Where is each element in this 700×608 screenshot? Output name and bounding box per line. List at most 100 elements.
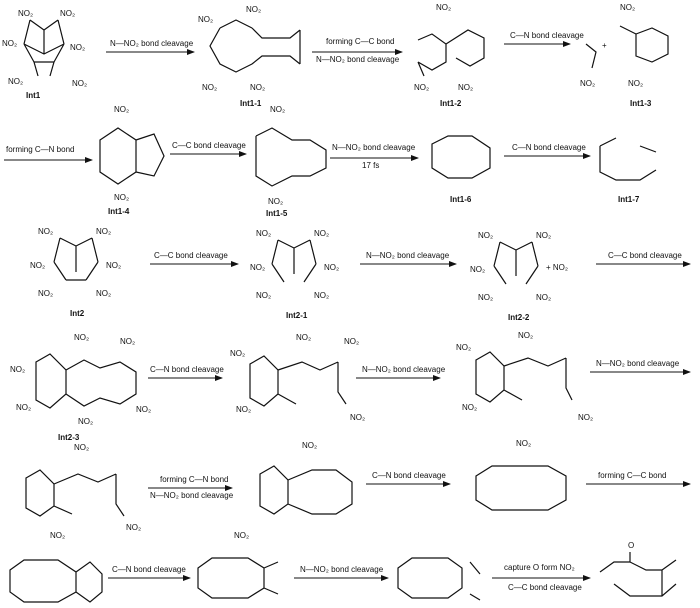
nitro-label: NO₂ — [580, 79, 595, 88]
nitro-label: NO₂ — [458, 83, 473, 92]
nitro-label: NO₂ — [96, 227, 111, 236]
nitro-label: NO₂ — [256, 229, 271, 238]
label-int2-3: Int2-3 — [58, 433, 80, 442]
molecule-step-4b: NO₂ NO₂ NO₂ NO₂ NO₂ — [230, 333, 365, 422]
nitro-label: NO₂ — [350, 413, 365, 422]
molecule-int1-4: NO₂ NO₂ Int1-4 — [99, 105, 165, 216]
plus-nitro-label: + NO₂ — [546, 263, 568, 272]
nitro-label: NO₂ — [230, 349, 245, 358]
molecule-int2-3: NO₂ NO₂ NO₂ NO₂ NO₂ NO₂ Int2-3 — [10, 333, 151, 442]
nitro-label: NO₂ — [456, 343, 471, 352]
molecule-step-5a: NO₂ NO₂ — [25, 443, 141, 532]
molecule-step-4c: NO₂ NO₂ NO₂ NO₂ — [456, 331, 593, 422]
nitro-label: NO₂ — [10, 365, 25, 374]
molecule-step-6b: NO₂ — [197, 531, 279, 599]
nitro-label: NO₂ — [518, 331, 533, 340]
step-label: C—N bond cleavage — [512, 143, 586, 152]
nitro-label: NO₂ — [114, 105, 129, 114]
nitro-label: NO₂ — [96, 289, 111, 298]
label-int1-2: Int1-2 — [440, 99, 462, 108]
molecule-int1: NO₂ NO₂ NO₂ NO₂ NO₂ NO₂ Int1 — [2, 9, 87, 100]
oxygen-label: O — [628, 541, 634, 550]
step-label: C—N bond cleavage — [150, 365, 224, 374]
label-int1-6: Int1-6 — [450, 195, 472, 204]
nitro-label: NO₂ — [536, 231, 551, 240]
molecule-int1-1: NO₂ NO₂ NO₂ NO₂ Int1-1 — [198, 5, 301, 108]
nitro-label: NO₂ — [246, 5, 261, 14]
nitro-label: NO₂ — [478, 231, 493, 240]
nitro-label: NO₂ — [324, 263, 339, 272]
nitro-label: NO₂ — [38, 227, 53, 236]
nitro-label: NO₂ — [296, 333, 311, 342]
molecule-int1-5: NO₂ NO₂ Int1-5 — [255, 105, 327, 218]
step-label: forming C—C bond — [326, 37, 394, 46]
nitro-label: NO₂ — [250, 83, 265, 92]
nitro-label: NO₂ — [202, 83, 217, 92]
step-label: forming C—N bond — [160, 475, 228, 484]
nitro-label: NO₂ — [126, 523, 141, 532]
nitro-label: NO₂ — [198, 15, 213, 24]
label-int1-3: Int1-3 — [630, 99, 652, 108]
nitro-label: NO₂ — [30, 261, 45, 270]
step-label: N—NO₂ bond cleavage — [110, 39, 194, 48]
nitro-label: NO₂ — [50, 531, 65, 540]
step-label: capture O form NO₂ — [504, 563, 575, 572]
molecule-step-6c — [397, 557, 481, 601]
step-label: N—NO₂ bond cleavage — [362, 365, 446, 374]
nitro-label: NO₂ — [536, 293, 551, 302]
label-int1-4: Int1-4 — [108, 207, 130, 216]
step-label: 17 fs — [362, 161, 379, 170]
step-label: C—C bond cleavage — [154, 251, 228, 260]
nitro-label: NO₂ — [78, 417, 93, 426]
step-label: C—N bond cleavage — [112, 565, 186, 574]
nitro-label: NO₂ — [344, 337, 359, 346]
nitro-label: NO₂ — [620, 3, 635, 12]
step-label: N—NO₂ bond cleavage — [316, 55, 400, 64]
molecule-int2-2: NO₂ NO₂ NO₂ + NO₂ NO₂ NO₂ Int2-2 — [470, 231, 568, 322]
molecule-step-6d: O — [599, 541, 677, 597]
label-int2: Int2 — [70, 309, 85, 318]
plus-sign: + — [602, 41, 607, 50]
nitro-label: NO₂ — [414, 83, 429, 92]
nitro-label: NO₂ — [314, 291, 329, 300]
molecule-step-6a: NO₂ — [9, 531, 103, 603]
step-label: forming C—C bond — [598, 471, 666, 480]
nitro-label: NO₂ — [578, 413, 593, 422]
label-int1-5: Int1-5 — [266, 209, 288, 218]
nitro-label: NO₂ — [250, 263, 265, 272]
nitro-label: NO₂ — [8, 77, 23, 86]
molecule-int1-2: NO₂ NO₂ NO₂ Int1-2 — [414, 3, 485, 108]
step-label: C—N bond cleavage — [372, 471, 446, 480]
nitro-label: NO₂ — [256, 291, 271, 300]
nitro-label: NO₂ — [60, 9, 75, 18]
nitro-label: NO₂ — [234, 531, 249, 540]
nitro-label: NO₂ — [136, 405, 151, 414]
nitro-label: NO₂ — [2, 39, 17, 48]
step-label: N—NO₂ bond cleavage — [366, 251, 450, 260]
step-label: C—C bond cleavage — [608, 251, 682, 260]
molecule-int1-7: Int1-7 — [599, 137, 657, 204]
nitro-label: NO₂ — [628, 79, 643, 88]
nitro-label: NO₂ — [18, 9, 33, 18]
label-int2-1: Int2-1 — [286, 311, 308, 320]
nitro-label: NO₂ — [470, 265, 485, 274]
nitro-label: NO₂ — [74, 333, 89, 342]
nitro-label: NO₂ — [478, 293, 493, 302]
molecule-int1-3: + NO₂ NO₂ NO₂ Int1-3 — [580, 3, 669, 108]
step-label: C—C bond cleavage — [508, 583, 582, 592]
step-label: N—NO₂ bond cleavage — [332, 143, 416, 152]
nitro-label: NO₂ — [270, 105, 285, 114]
molecule-int2: NO₂ NO₂ NO₂ NO₂ NO₂ NO₂ Int2 — [30, 227, 121, 318]
nitro-label: NO₂ — [314, 229, 329, 238]
nitro-label: NO₂ — [16, 403, 31, 412]
label-int1: Int1 — [26, 91, 41, 100]
label-int1-1: Int1-1 — [240, 99, 262, 108]
molecule-step-5c: NO₂ — [475, 439, 567, 511]
label-int1-7: Int1-7 — [618, 195, 640, 204]
nitro-label: NO₂ — [302, 441, 317, 450]
nitro-label: NO₂ — [38, 289, 53, 298]
nitro-label: NO₂ — [74, 443, 89, 452]
nitro-label: NO₂ — [268, 197, 283, 206]
